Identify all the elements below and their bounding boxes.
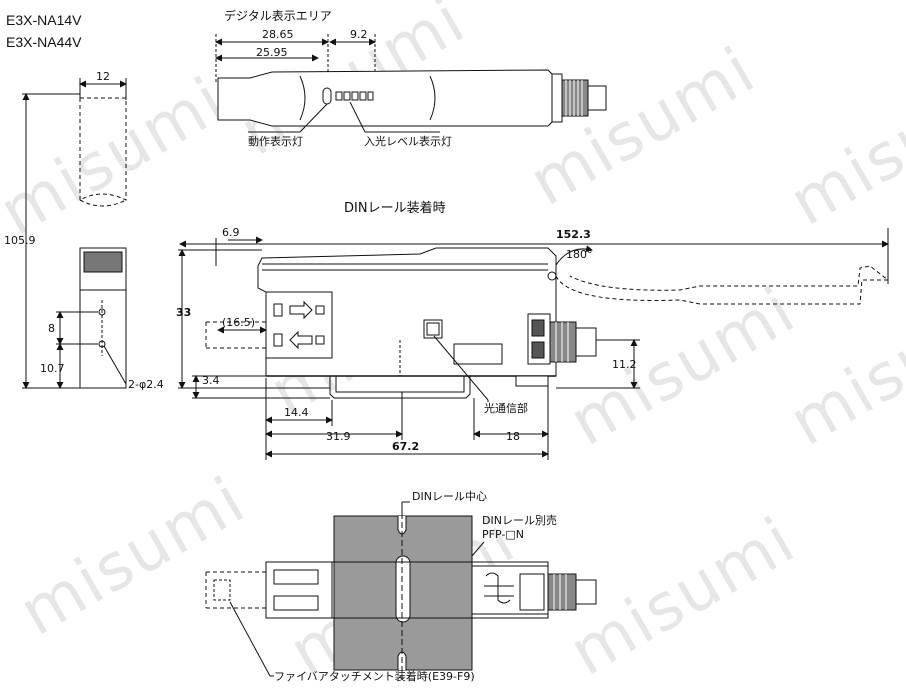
model-name-2: E3X-NA44V xyxy=(6,34,82,50)
model-name-1: E3X-NA14V xyxy=(6,12,82,28)
dim-33: 33 xyxy=(176,306,191,319)
dim-18: 18 xyxy=(506,430,520,443)
dim-11-2: 11.2 xyxy=(612,358,637,371)
optical-comm-label: 光通信部 xyxy=(484,401,528,415)
light-level-label: 入光レベル表示灯 xyxy=(364,134,452,148)
dim-152-3: 152.3 xyxy=(556,228,591,241)
dim-10-7: 10.7 xyxy=(40,362,65,375)
dim-67-2: 67.2 xyxy=(392,440,419,453)
op-indicator-label: 動作表示灯 xyxy=(248,134,303,148)
dim-9-2: 9.2 xyxy=(350,28,368,41)
dim-14-4: 14.4 xyxy=(284,406,309,419)
dim-8: 8 xyxy=(48,322,55,335)
hole-label: 2-φ2.4 xyxy=(128,378,164,391)
angle-180: 180° xyxy=(566,248,593,261)
dim-105-9: 105.9 xyxy=(4,234,36,247)
dim-28-65: 28.65 xyxy=(262,28,294,41)
dim-12: 12 xyxy=(96,70,110,83)
dim-6-9: 6.9 xyxy=(222,226,240,239)
rail-sold-label: DINレール別売 xyxy=(482,514,557,527)
din-view: DINレール装着時 152.3 6.9 180° xyxy=(176,200,890,460)
dim-31-9: 31.9 xyxy=(326,430,351,443)
top-view: デジタル表示エリア 28.65 25.95 9.2 xyxy=(215,8,607,148)
dim-16-5: (16.5) xyxy=(222,316,255,329)
rail-center-label: DINレール中心 xyxy=(412,490,487,503)
side-view: 12 105.9 8 10.7 2-φ2.4 xyxy=(4,70,164,391)
rail-part-label: PFP-□N xyxy=(482,528,524,541)
dim-25-95: 25.95 xyxy=(256,46,288,59)
fiber-attach-label: ファイバアタッチメント装着時(E39-F9) xyxy=(274,669,475,683)
digital-display-title: デジタル表示エリア xyxy=(224,8,332,23)
bottom-view: DINレール中心 DINレール別売 PFP-□N xyxy=(205,490,597,683)
din-view-title: DINレール装着時 xyxy=(344,200,446,216)
dim-3-4: 3.4 xyxy=(202,374,220,387)
